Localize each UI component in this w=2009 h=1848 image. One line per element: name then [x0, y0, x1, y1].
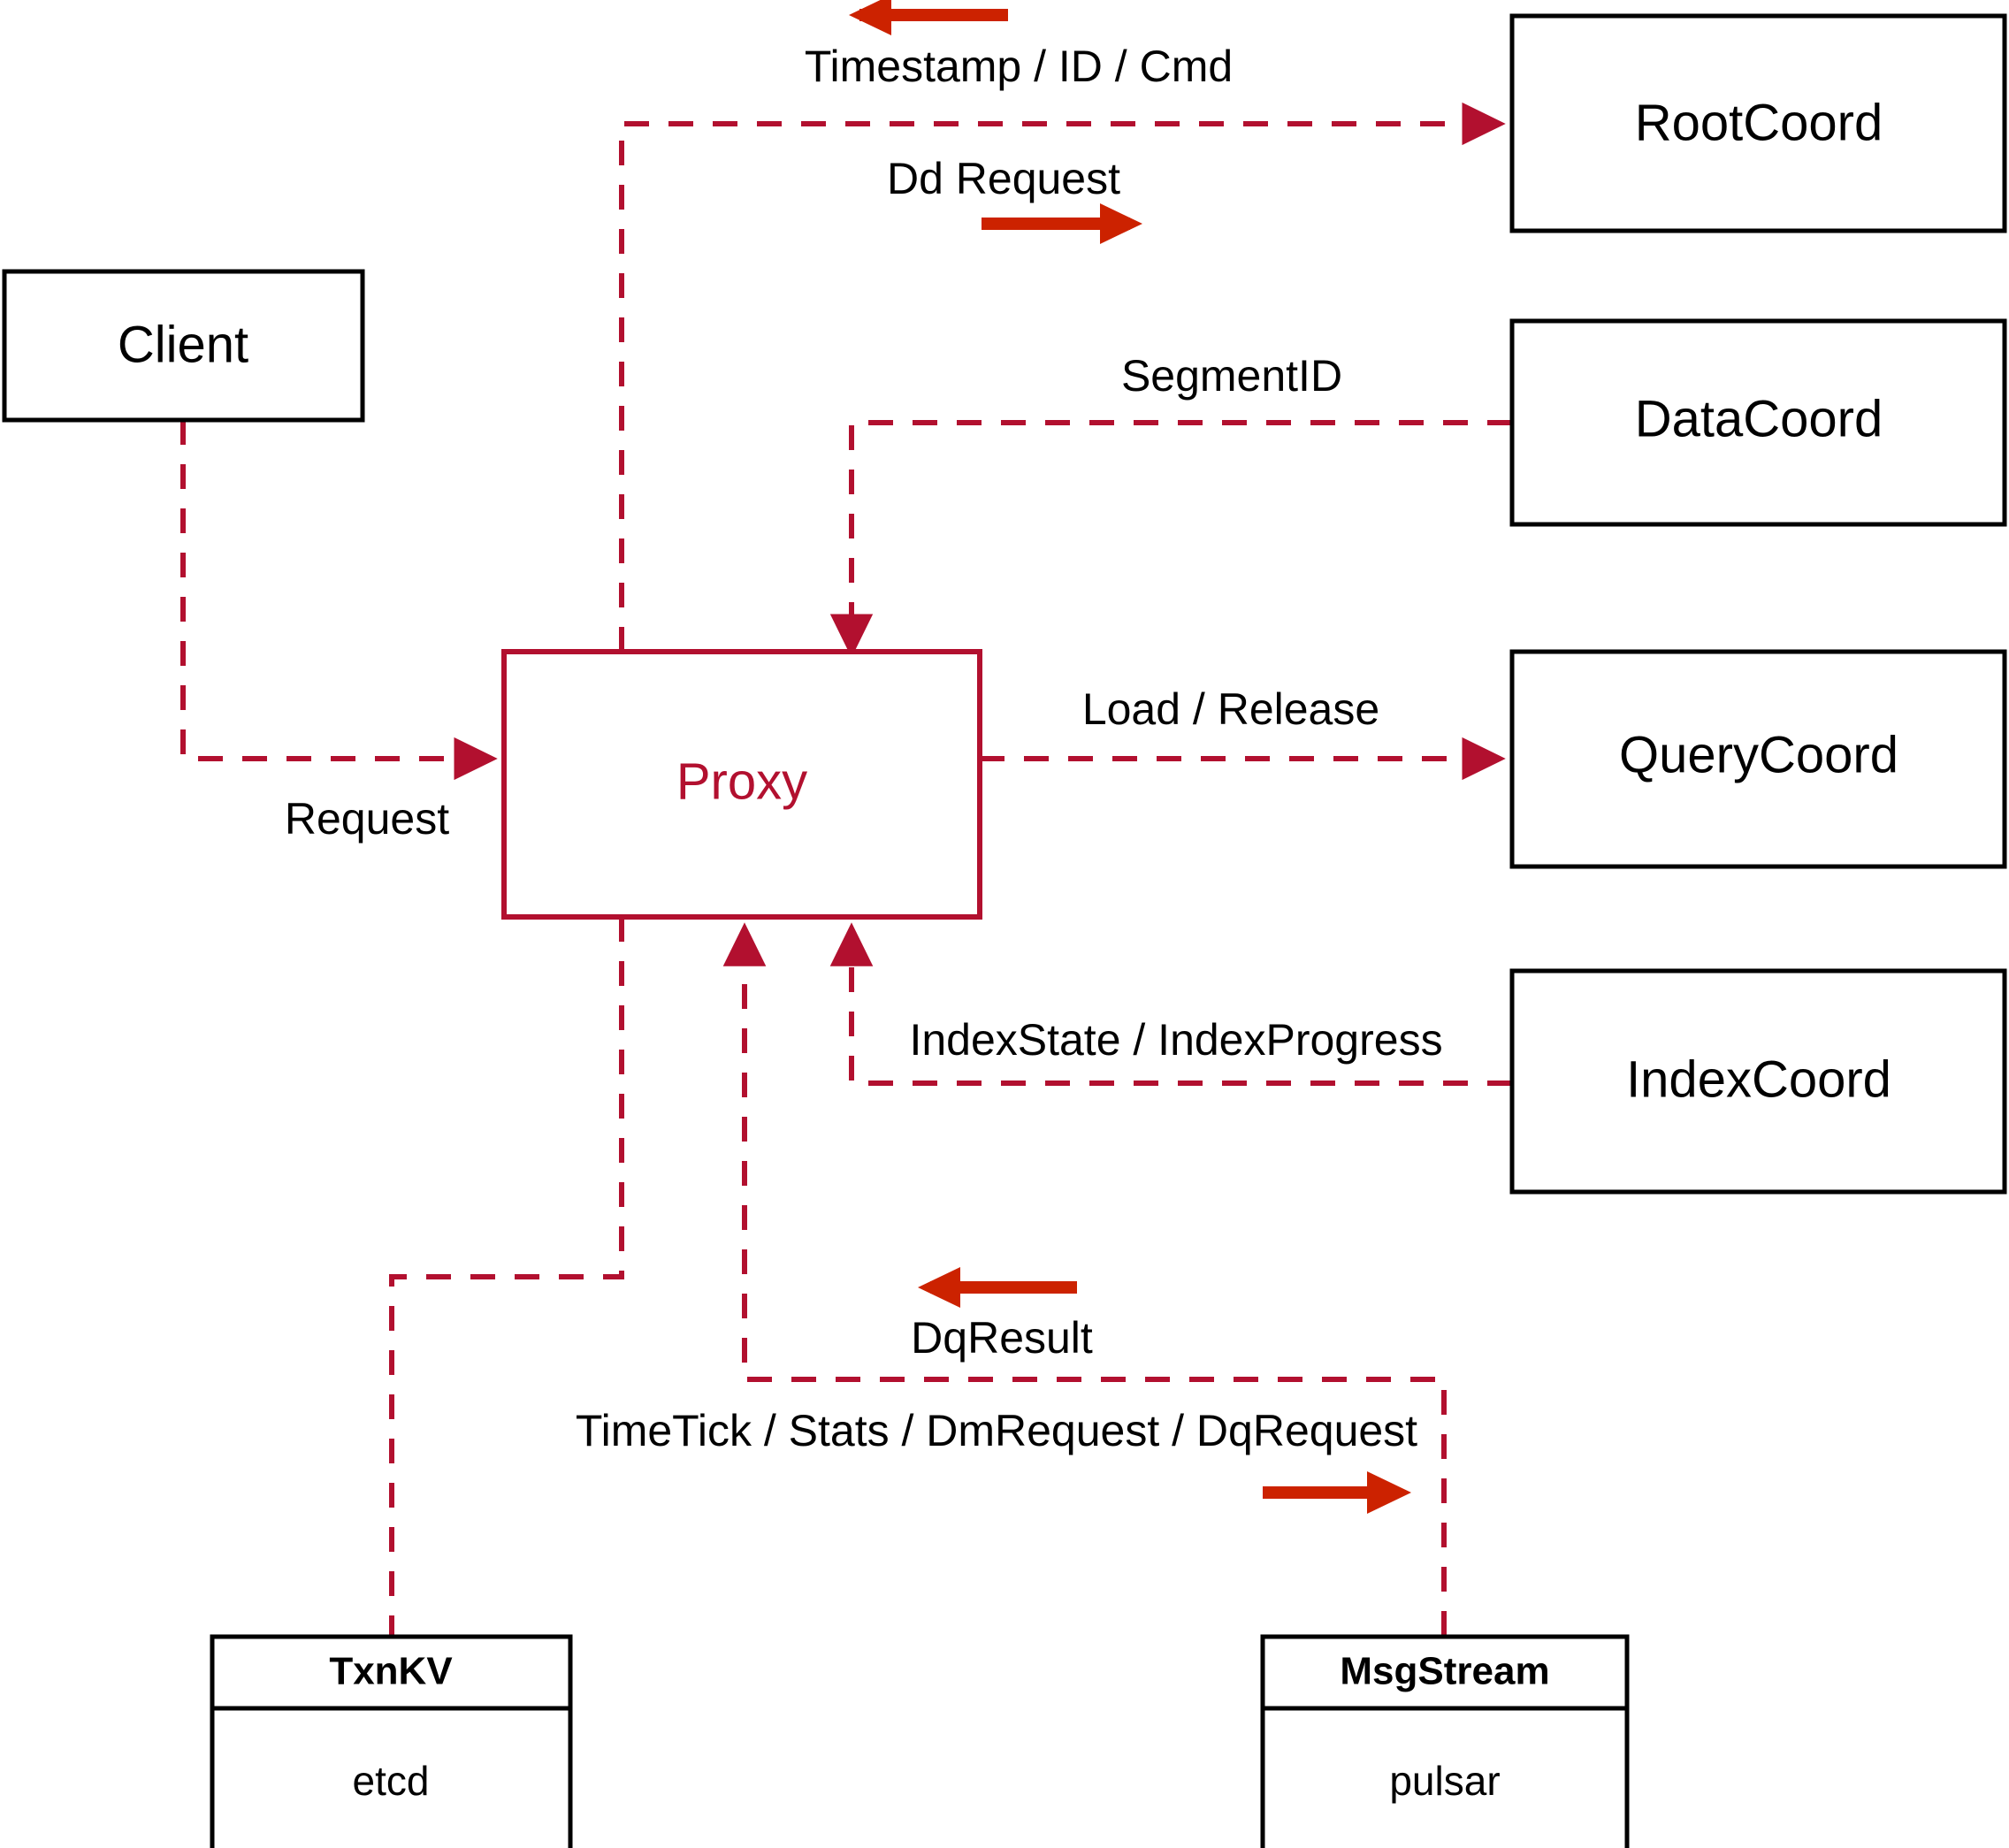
edge-indexstate-path [829, 922, 1512, 1086]
edge-segmentid: SegmentID [829, 351, 1512, 658]
edge-load-release: Load / Release [980, 684, 1506, 781]
node-datacoord-label: DataCoord [1635, 390, 1883, 447]
node-txnkv[interactable]: TxnKV etcd [210, 1634, 573, 1848]
direction-arrow-dd-request [982, 203, 1142, 244]
node-client-box[interactable] [2, 269, 365, 423]
node-rootcoord-box[interactable] [1509, 13, 2007, 233]
node-msgstream-title: MsgStream [1340, 1650, 1549, 1693]
node-indexcoord[interactable]: IndexCoord [1509, 968, 2007, 1195]
edge-txnkv-path [389, 917, 624, 1637]
node-msgstream-impl: pulsar [1389, 1758, 1500, 1804]
node-querycoord-box[interactable] [1509, 649, 2007, 869]
node-txnkv-title: TxnKV [329, 1650, 453, 1693]
edge-segmentid-label: SegmentID [1121, 351, 1342, 401]
node-txnkv-impl: etcd [353, 1758, 430, 1804]
edge-rootcoord: Timestamp / ID / Cmd Dd Request [619, 42, 1506, 652]
edge-segmentid-path [829, 420, 1512, 658]
node-proxy-label: Proxy [676, 752, 807, 810]
edge-dqresult-label: DqResult [911, 1313, 1093, 1363]
edge-timetick-label: TimeTick / Stats / DmRequest / DqRequest [576, 1406, 1417, 1455]
node-rootcoord-label: RootCoord [1635, 94, 1883, 151]
edge-indexstate: IndexState / IndexProgress [829, 922, 1512, 1086]
edge-timestamp-id-cmd-label: Timestamp / ID / Cmd [805, 42, 1233, 91]
node-indexcoord-box[interactable] [1509, 968, 2007, 1195]
node-client[interactable]: Client [2, 269, 365, 423]
node-client-label: Client [118, 316, 248, 373]
direction-arrow-dqresult [918, 1267, 1077, 1308]
node-rootcoord[interactable]: RootCoord [1509, 13, 2007, 233]
node-msgstream-box[interactable] [1260, 1634, 1630, 1848]
edge-request-path [180, 420, 498, 781]
edge-request-label: Request [285, 794, 449, 844]
edge-txnkv [389, 917, 624, 1637]
direction-arrow-timestamp [849, 0, 1008, 35]
node-querycoord[interactable]: QueryCoord [1509, 649, 2007, 869]
node-proxy-box[interactable] [501, 649, 982, 920]
edge-rootcoord-path [619, 102, 1506, 652]
direction-arrow-timetick [1263, 1471, 1411, 1514]
edge-load-release-label: Load / Release [1082, 684, 1379, 734]
node-msgstream[interactable]: MsgStream pulsar [1260, 1634, 1630, 1848]
node-datacoord[interactable]: DataCoord [1509, 318, 2007, 527]
node-proxy[interactable]: Proxy [501, 649, 982, 920]
node-datacoord-box[interactable] [1509, 318, 2007, 527]
edge-request: Request [180, 420, 498, 844]
edge-msgstream: DqResult TimeTick / Stats / DmRequest / … [576, 922, 1447, 1636]
node-querycoord-label: QueryCoord [1619, 726, 1898, 783]
node-txnkv-box[interactable] [210, 1634, 573, 1848]
node-indexcoord-label: IndexCoord [1626, 1050, 1891, 1108]
edge-dd-request-label: Dd Request [887, 154, 1120, 203]
edge-indexstate-label: IndexState / IndexProgress [909, 1015, 1442, 1065]
